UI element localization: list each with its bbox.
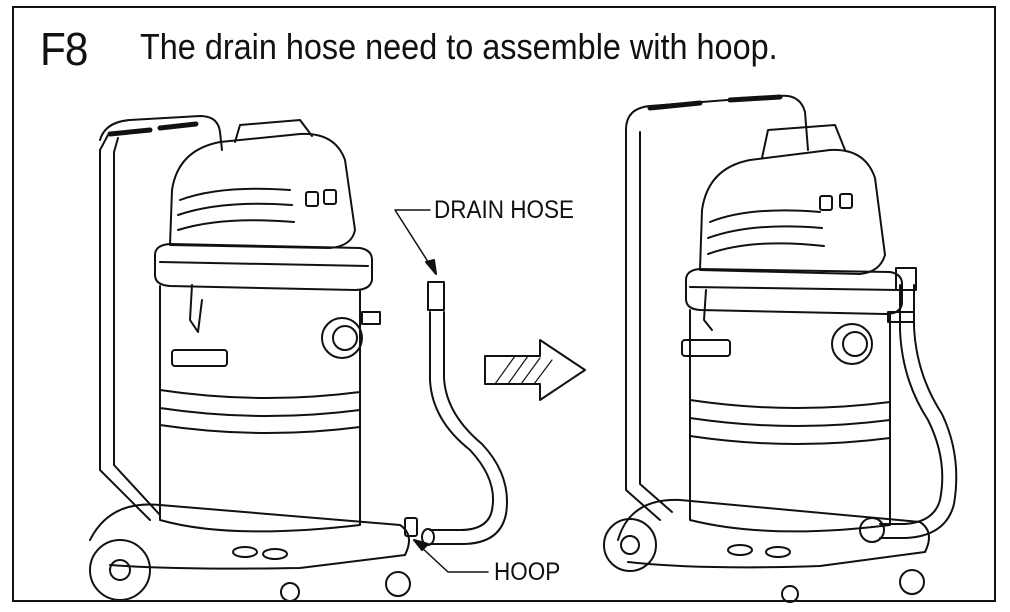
handle-top xyxy=(100,116,222,150)
caster-after-right xyxy=(900,570,924,594)
base-hole-2 xyxy=(263,549,287,559)
latch xyxy=(190,285,202,332)
head-top-after xyxy=(762,125,845,158)
drain-hose-attached xyxy=(880,285,956,538)
base-hole-after-2 xyxy=(766,547,790,557)
base-dolly xyxy=(90,504,409,568)
switch-2-icon xyxy=(324,190,336,204)
drain-hose xyxy=(422,282,507,545)
leader-hoop-head xyxy=(414,540,428,550)
wheel-large-after-hub xyxy=(621,536,639,554)
head-vents-after xyxy=(708,210,824,254)
inlet-port-after-inner xyxy=(843,332,867,356)
handle-after xyxy=(626,96,808,520)
diagram-frame xyxy=(12,6,996,602)
leader-hoop xyxy=(420,546,488,572)
tank-body xyxy=(160,286,360,531)
drain-connector xyxy=(362,312,380,324)
tank-bands xyxy=(160,390,360,433)
hose-cap xyxy=(428,282,444,310)
grip-after-2 xyxy=(730,97,780,100)
motor-head xyxy=(170,134,355,248)
hose-cap-after xyxy=(896,268,916,290)
leader-drain-hose xyxy=(395,210,432,268)
caster-front xyxy=(281,583,299,601)
vacuum-before-assembly xyxy=(90,116,410,601)
tank-rim xyxy=(155,244,372,290)
base-hole-after-1 xyxy=(728,545,752,555)
switch-after-1-icon xyxy=(820,196,832,210)
switch-after-2-icon xyxy=(840,194,852,208)
hose-outlet-after xyxy=(860,518,884,542)
inlet-port-after xyxy=(832,324,872,364)
leader-drain-hose-head xyxy=(426,260,436,274)
arrow-right-icon xyxy=(485,340,585,400)
inlet-port xyxy=(322,318,362,358)
tank-rim-after xyxy=(686,269,902,314)
head-vents xyxy=(178,189,294,230)
head-top-panel xyxy=(235,120,312,142)
grip-after-1 xyxy=(650,103,700,108)
wheel-large xyxy=(90,540,150,600)
callout-hoop: HOOP xyxy=(494,558,561,586)
handle-grip-1 xyxy=(110,130,150,134)
tank-body-after xyxy=(690,310,890,531)
motor-head-after xyxy=(700,150,885,274)
hoop xyxy=(405,518,417,536)
tank-bands-after xyxy=(690,400,890,444)
step-number: F8 xyxy=(40,23,88,75)
side-handle xyxy=(172,350,227,366)
rim-line-after xyxy=(690,287,898,290)
side-handle-after xyxy=(682,340,730,356)
wheel-large-hub xyxy=(110,560,130,580)
inlet-port-inner xyxy=(333,326,357,350)
wheel-large-after xyxy=(604,519,656,571)
latch-after xyxy=(704,290,712,330)
caster-right xyxy=(386,572,410,596)
base-hole-1 xyxy=(233,547,257,557)
rim-line xyxy=(160,262,368,266)
handle-left xyxy=(100,135,160,520)
switch-1-icon xyxy=(306,192,318,206)
callout-drain-hose: DRAIN HOSE xyxy=(434,196,575,224)
vacuum-after-assembly xyxy=(604,96,956,602)
hoop-attached xyxy=(888,312,914,322)
hose-body xyxy=(430,312,507,544)
step-title: The drain hose need to assemble with hoo… xyxy=(140,26,778,67)
handle-grip-2 xyxy=(160,124,196,128)
base-dolly-after xyxy=(618,500,929,567)
caster-after-front xyxy=(782,586,798,602)
